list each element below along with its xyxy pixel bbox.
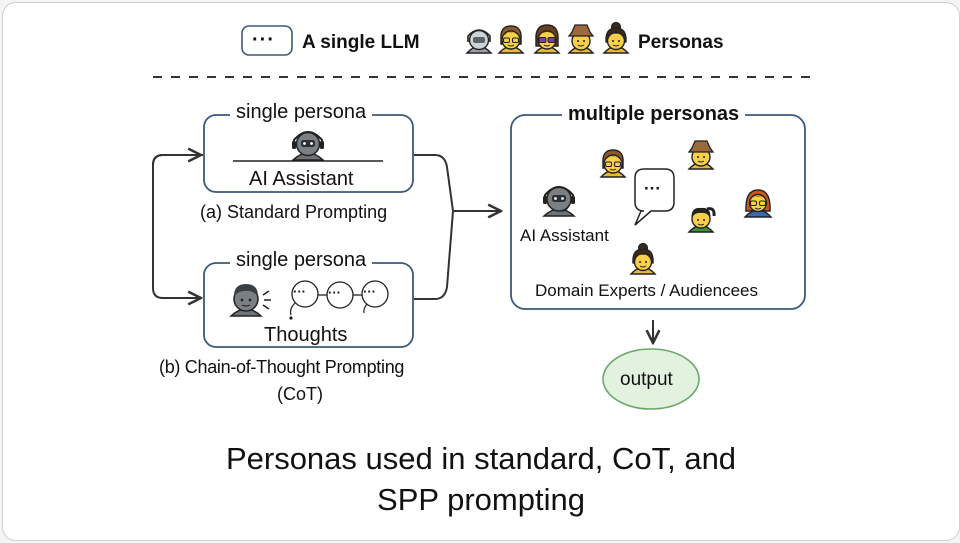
spp-header: multiple personas [562,104,746,124]
llm-legend-symbol: ··· [252,29,275,51]
output-label: output [620,369,673,390]
thought-dots: ··· [293,284,306,299]
robot-face-icon [466,29,492,54]
thought-bubble-icon [291,280,319,308]
figure-caption-line1: Personas used in standard, CoT, and [225,441,737,476]
robot-face-icon [291,131,325,161]
personas-legend-label: Personas [638,32,724,53]
robot-face-icon [542,186,576,217]
thought-chain [289,280,389,320]
thought-dot-icon [289,316,293,320]
thought-bubble-icon [361,280,389,308]
input-arrow-standard [152,155,201,166]
llm-legend-box [241,25,293,56]
person-hat-icon [568,24,594,54]
person-glasses-icon [600,149,626,178]
cot-caption-line1: (b) Chain-of-Thought Prompting [159,357,405,377]
person-bun-icon [603,21,629,54]
person-glasses-icon [498,25,524,54]
standard-caption: (a) Standard Prompting [200,202,388,222]
cot-header: single persona [230,250,373,270]
figure-caption-line2: SPP prompting [377,482,585,517]
spp-bubble-dots: ··· [644,179,661,198]
person-sunglasses-icon [534,24,560,54]
diagram-svg [152,21,811,410]
thought-tail [363,303,368,314]
merge-line-cot [414,210,454,300]
cot-persona-label: Thoughts [264,324,348,346]
standard-persona-label: AI Assistant [249,168,354,190]
llm-legend-label: A single LLM [302,32,420,53]
thought-tail [289,302,296,316]
speaking-head-icon [229,284,271,317]
spp-experts-label: Domain Experts / Audiencees [535,281,759,300]
cot-caption-line2: (CoT) [277,384,323,404]
output-node [602,348,700,410]
speech-bubble-icon [634,168,675,226]
thought-dots: ··· [328,285,341,300]
merge-line-standard [414,154,454,212]
spp-ai-label: AI Assistant [520,226,609,245]
person-ponytail-icon [744,189,772,218]
thought-dots: ··· [363,284,376,299]
input-arrow-top [152,154,203,298]
standard-header: single persona [230,102,373,122]
